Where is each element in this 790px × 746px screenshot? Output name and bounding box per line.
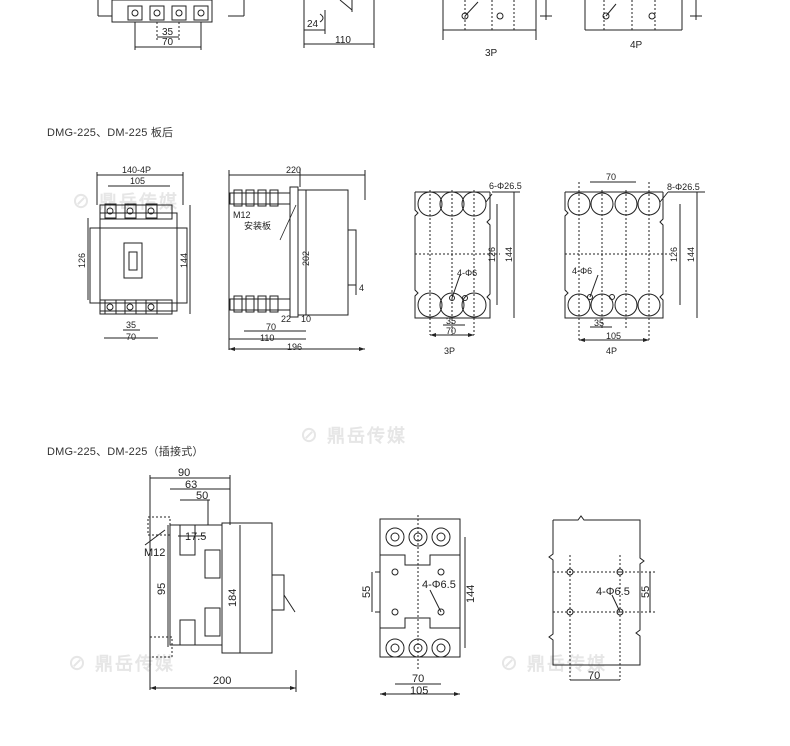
dim-144: 144	[465, 585, 477, 603]
dim-196: 196	[287, 342, 302, 352]
plugin-cutout	[548, 515, 655, 681]
watermark: ⊘ 鼎岳传媒	[500, 654, 608, 674]
dim-140-4p: 140-4P	[122, 165, 151, 175]
label-mounting-plate: 安装板	[244, 220, 271, 231]
section-title-plugin: DMG-225、DM-225（插接式）	[47, 446, 204, 458]
label-4-holes: 4-Φ6.5	[596, 586, 630, 598]
panel-rear-front-view	[87, 172, 191, 339]
dim-110: 110	[260, 333, 274, 343]
dim-144: 144	[504, 247, 514, 262]
dim-200: 200	[213, 675, 231, 687]
dim-63: 63	[185, 479, 197, 491]
dim-22: 22	[281, 314, 291, 324]
top-3p-cutout	[442, 0, 552, 40]
top-4p-cutout	[584, 0, 702, 31]
dim-24: 24	[307, 19, 319, 30]
dim-55: 55	[361, 586, 373, 598]
dimension-arrows	[150, 333, 649, 696]
dim-10: 10	[301, 314, 311, 324]
dim-110: 110	[335, 35, 351, 46]
dim-105: 105	[410, 685, 428, 697]
dim-70: 70	[162, 37, 174, 48]
dim-90: 90	[178, 467, 190, 479]
dim-126: 126	[669, 247, 679, 262]
dim-144: 144	[686, 247, 696, 262]
dim-105: 105	[130, 176, 145, 186]
top-front-view	[97, 0, 245, 50]
section-title-panel-rear: DMG-225、DM-225 板后	[47, 127, 174, 139]
dim-126: 126	[487, 247, 497, 262]
label-4-holes: 4-Φ6.5	[422, 579, 456, 591]
top-side-view	[303, 0, 375, 48]
label-4-small-holes: 4-Φ6	[457, 268, 477, 278]
label-8-holes: 8-Φ26.5	[667, 182, 700, 192]
dim-55: 55	[640, 586, 652, 598]
dim-17-5: 17.5	[185, 531, 206, 543]
label-4-small-holes: 4-Φ6	[572, 266, 592, 276]
label-3p-top: 3P	[485, 48, 498, 59]
plugin-side-view	[144, 475, 297, 692]
dim-70: 70	[126, 332, 136, 342]
dim-95: 95	[156, 583, 168, 595]
dim-35: 35	[594, 318, 604, 328]
watermark: ⊘ 鼎岳传媒	[300, 426, 408, 446]
dim-105: 105	[606, 331, 621, 341]
label-4p-top: 4P	[630, 40, 643, 51]
dim-35: 35	[446, 316, 456, 326]
dim-220: 220	[286, 165, 301, 175]
plugin-front-view	[371, 515, 466, 695]
dim-144: 144	[179, 253, 189, 268]
panel-rear-3p-mounting	[414, 190, 520, 336]
watermark: ⊘ 鼎岳传媒	[68, 654, 176, 674]
dim-126: 126	[77, 253, 87, 268]
dim-35: 35	[162, 27, 174, 38]
label-m12: M12	[233, 210, 251, 220]
watermark: ⊘ 鼎岳传媒	[72, 192, 180, 212]
panel-rear-side-view	[228, 168, 366, 350]
label-m12: M12	[144, 547, 165, 559]
label-4p: 4P	[606, 346, 617, 356]
panel-rear-4p-mounting	[564, 181, 705, 341]
dim-70: 70	[446, 326, 456, 336]
label-3p: 3P	[444, 346, 455, 356]
dim-70: 70	[266, 322, 276, 332]
dim-70: 70	[588, 670, 600, 682]
dim-35: 35	[126, 320, 136, 330]
dim-70: 70	[606, 172, 616, 182]
dim-50: 50	[196, 490, 208, 502]
dim-4: 4	[359, 283, 364, 293]
dim-202: 202	[301, 251, 311, 266]
label-6-holes: 6-Φ26.5	[489, 181, 522, 191]
dim-184: 184	[227, 589, 239, 607]
dim-70: 70	[412, 673, 424, 685]
